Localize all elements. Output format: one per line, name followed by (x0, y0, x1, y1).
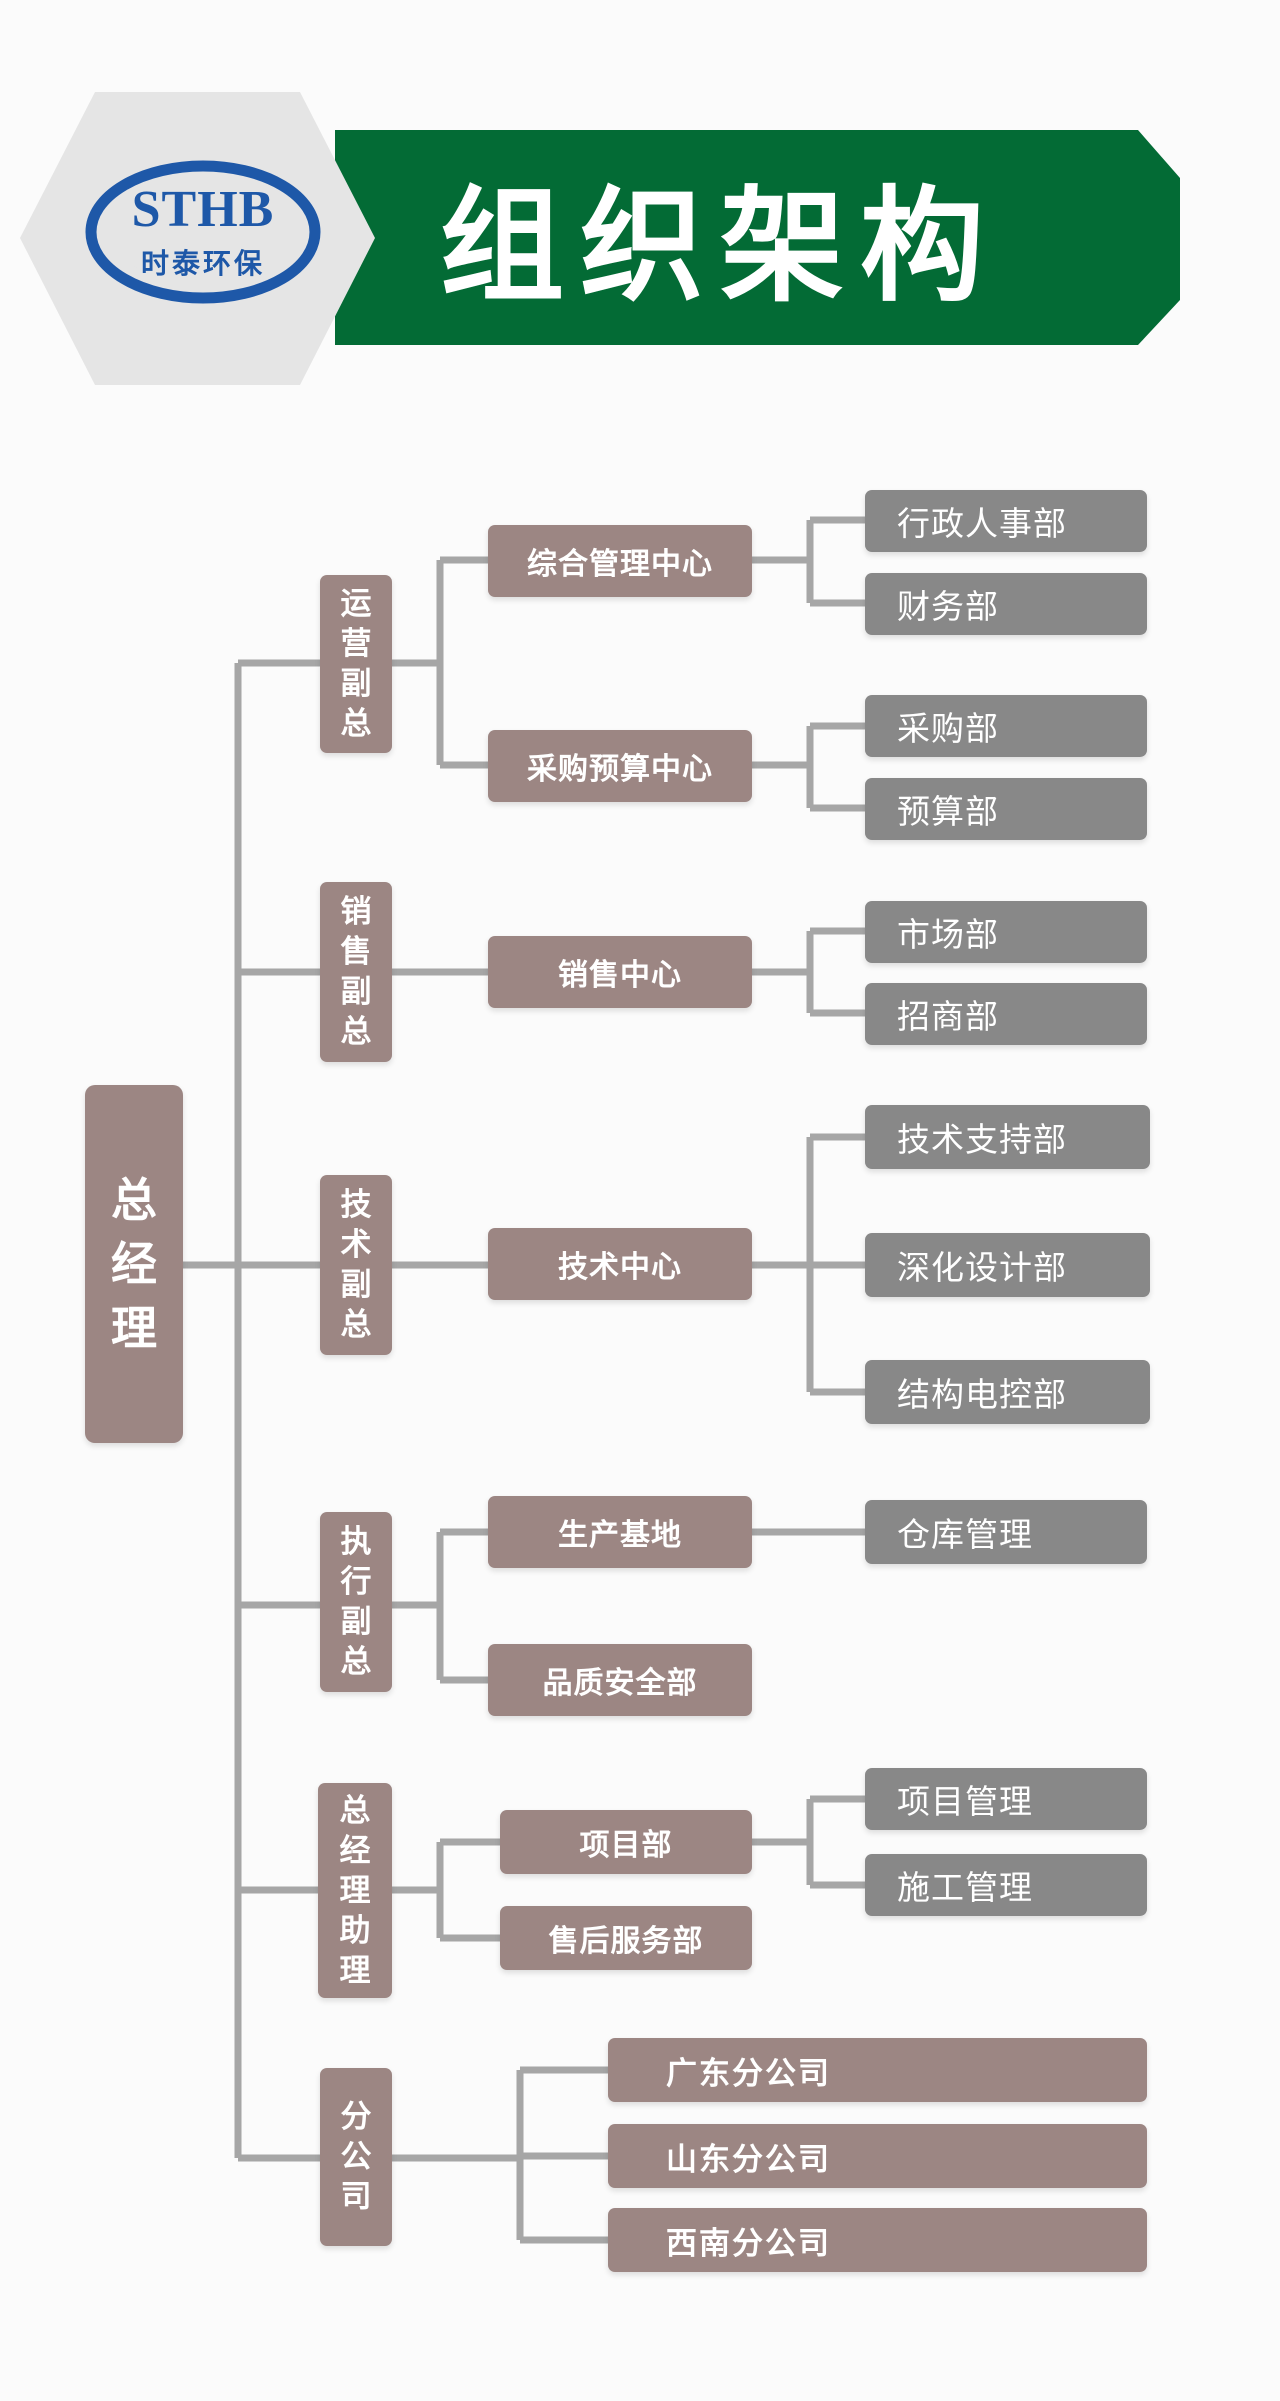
connector-div1 (392, 556, 488, 769)
division-tech-vp: 技 术 副 总 (320, 1175, 392, 1355)
division-exec-vp: 执 行 副 总 (320, 1512, 392, 1692)
logo-ring-inner (109, 182, 297, 282)
dept-project-management: 项目管理 (865, 1768, 1147, 1830)
connector-div4 (392, 1528, 488, 1684)
dept-warehouse-management: 仓库管理 (865, 1500, 1147, 1564)
connector-center3 (752, 927, 865, 1017)
center-sales: 销售中心 (488, 936, 752, 1008)
general-manager-box: 总 经 理 (85, 1085, 183, 1443)
dept-budget: 预算部 (865, 778, 1147, 840)
connector-div6 (392, 2066, 608, 2244)
dept-procurement: 采购部 (865, 695, 1147, 757)
center-project-department: 项目部 (500, 1810, 752, 1874)
center-after-sales: 售后服务部 (500, 1906, 752, 1970)
division-gm-assistant: 总 经 理 助 理 (318, 1783, 392, 1998)
division-branches: 分 公 司 (320, 2068, 392, 2246)
center-general-management: 综合管理中心 (488, 525, 752, 597)
branch-shandong: 山东分公司 (608, 2124, 1147, 2188)
connector-center4 (752, 1133, 865, 1396)
connector-center1 (752, 516, 865, 607)
division-ops-vp: 运 营 副 总 (320, 575, 392, 753)
logo-ring (85, 160, 321, 304)
connector-div5 (392, 1838, 500, 1942)
center-technology: 技术中心 (488, 1228, 752, 1300)
center-quality-safety: 品质安全部 (488, 1644, 752, 1716)
branch-guangdong: 广东分公司 (608, 2038, 1147, 2102)
dept-finance: 财务部 (865, 573, 1147, 635)
dept-structural-electrical-control: 结构电控部 (865, 1360, 1150, 1424)
center-procurement-budget: 采购预算中心 (488, 730, 752, 802)
dept-detailed-design: 深化设计部 (865, 1233, 1150, 1297)
dept-investment-promotion: 招商部 (865, 983, 1147, 1045)
center-production-base: 生产基地 (488, 1496, 752, 1568)
connector-center2 (752, 722, 865, 812)
division-sales-vp: 销 售 副 总 (320, 882, 392, 1062)
logo-subtext: 时泰环保 (140, 247, 265, 280)
connector-center8 (752, 1795, 865, 1889)
dept-construction-management: 施工管理 (865, 1854, 1147, 1916)
logo-text: STHB (131, 181, 275, 238)
page-title: 组织架构 (440, 175, 1001, 319)
title-banner-shape (335, 130, 1180, 345)
dept-marketing: 市场部 (865, 901, 1147, 963)
branch-southwest: 西南分公司 (608, 2208, 1147, 2272)
header-banner (20, 92, 1180, 385)
dept-admin-hr: 行政人事部 (865, 490, 1147, 552)
dept-technical-support: 技术支持部 (865, 1105, 1150, 1169)
